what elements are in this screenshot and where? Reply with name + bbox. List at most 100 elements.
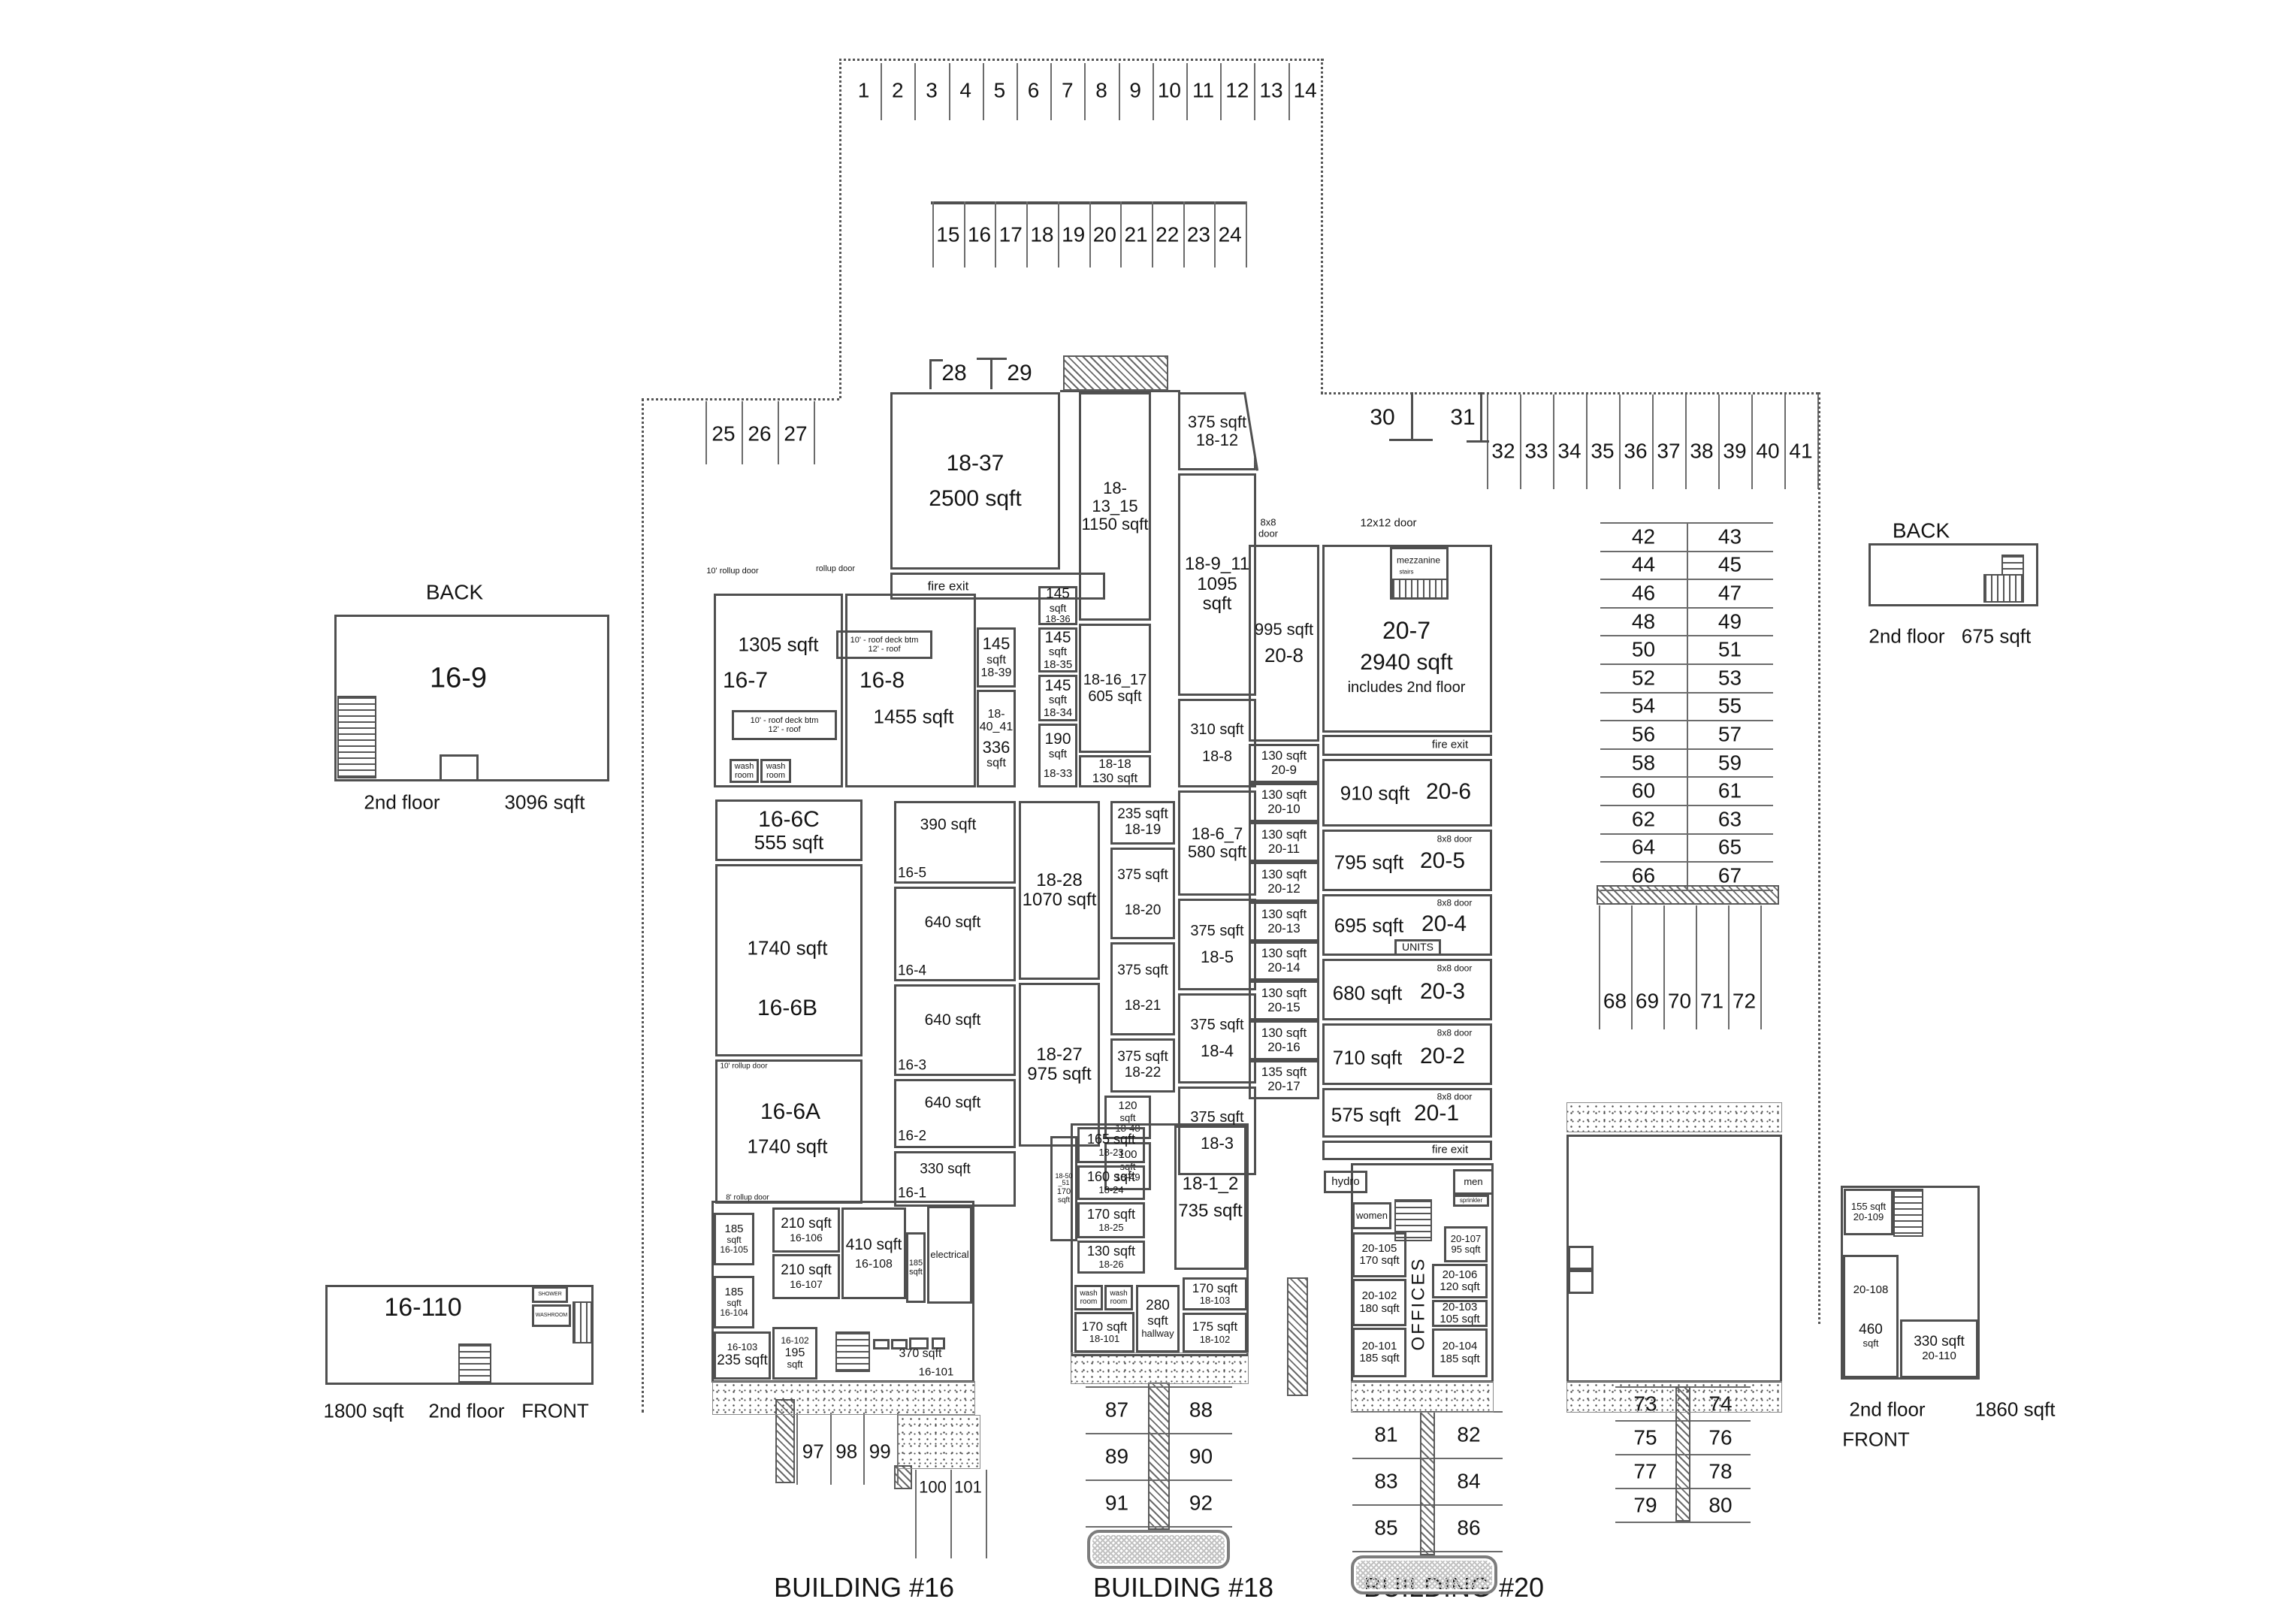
room-text-line: 130 sqft [1261, 827, 1307, 842]
room-text-line: 20-17 [1267, 1079, 1301, 1093]
room-text-line: 130 sqft [1261, 748, 1307, 763]
stall-87: 87 [1104, 1398, 1129, 1422]
stall-79: 79 [1633, 1492, 1657, 1516]
room-text-line: wash [1080, 1289, 1098, 1298]
stall-18: 18 [1030, 222, 1054, 246]
note-8x8-4: 8x8 door [1437, 897, 1473, 908]
stalls-97-99-divider [863, 1413, 865, 1485]
corridor-fire-exit-20-bottom [1322, 1141, 1492, 1160]
room-text-line: 975 sqft [1027, 1064, 1092, 1084]
unit-20-1: 20-1 [1413, 1101, 1460, 1126]
stalls-1-14-divider [914, 63, 917, 120]
room-hydro: hydro [1324, 1171, 1367, 1193]
room-text-line: hallway [1141, 1327, 1174, 1339]
room-text-line: 18-9_11 [1184, 554, 1250, 575]
note-8x8-top: 8x8 door [1258, 516, 1279, 539]
room-text-line: 18-1_2 [1182, 1173, 1239, 1194]
stalls-1-14-divider [1186, 63, 1188, 120]
stall-91: 91 [1104, 1491, 1129, 1515]
stall-82: 82 [1457, 1422, 1481, 1446]
stalls-1-14-divider [1084, 63, 1086, 120]
room-text-line: 18-20 [1124, 902, 1162, 918]
room-text-line: 336 [982, 737, 1011, 757]
room-text-line: 18-19 [1124, 822, 1162, 838]
note-12x12: 12x12 door [1360, 516, 1417, 530]
stalls-68-72-divider [1760, 905, 1762, 1029]
room-text-line: 20-101 [1361, 1339, 1397, 1352]
note-rollup: rollup door [816, 564, 855, 573]
stall-72: 72 [1732, 989, 1757, 1013]
room-16-5 [894, 801, 1016, 884]
room-text-line: 210 sqft [781, 1262, 832, 1278]
stall-44: 44 [1631, 552, 1656, 576]
stall-76: 76 [1708, 1425, 1733, 1449]
room-text-line: 18-34 [1043, 706, 1073, 719]
front-label-left: FRONT [521, 1399, 589, 1422]
sqft-16-7: 1305 sqft [738, 633, 819, 656]
room-16-8 [845, 594, 976, 787]
room-20-2 [1322, 1023, 1492, 1085]
room-text-line: 16-108 [855, 1257, 893, 1271]
room-text-line: 105 sqft [1440, 1313, 1480, 1325]
stairs [1391, 579, 1449, 600]
unit-20-6: 20-6 [1425, 779, 1472, 805]
stalls-68-72-divider [1696, 905, 1697, 1029]
sqft-16-5: 390 sqft [920, 816, 977, 834]
floor-16-110: 2nd floor [428, 1399, 505, 1422]
room-text-line: 18-12 [1195, 431, 1239, 449]
room-20-3 [1322, 959, 1492, 1020]
stalls-32-41-divider [1784, 394, 1786, 489]
room-text-line: men [1464, 1175, 1483, 1187]
sqft-16-2: 640 sqft [924, 1094, 981, 1112]
stairs [572, 1301, 592, 1343]
stalls-25-27-divider [705, 401, 707, 464]
stalls-68-72-divider [1663, 905, 1665, 1029]
stairs [458, 1343, 491, 1384]
stall-24: 24 [1218, 222, 1242, 246]
room-text-line: 18-24 [1098, 1183, 1124, 1195]
room-text-line: 16-6C [758, 807, 820, 833]
stall-98: 98 [835, 1440, 858, 1463]
room-text-line: 130 sqft [1261, 985, 1307, 1000]
stall-100: 100 [919, 1477, 947, 1497]
stalls-15-24-divider [932, 201, 934, 267]
room-text-line: 18-22 [1124, 1065, 1162, 1080]
room-text-line: 16-103 [727, 1341, 758, 1353]
fire-exit-20-bottom: fire exit [1431, 1143, 1469, 1156]
stall-65: 65 [1717, 835, 1742, 859]
room-text-line: 18-4 [1200, 1041, 1234, 1060]
room-text-line: 20-13 [1267, 920, 1301, 935]
sqft-16-9: 3096 sqft [504, 790, 585, 814]
room-text-line: 130 sqft [1261, 906, 1307, 921]
stalls-1-14-divider [1152, 63, 1154, 120]
room-text-line: room [1080, 1298, 1098, 1306]
room-text-line: 18-35 [1043, 657, 1073, 671]
room-text-line: 16-105 [720, 1244, 748, 1256]
sqft-16-101: 370 sqft [899, 1347, 942, 1361]
room-text-line: 16-107 [790, 1277, 823, 1290]
hatched-area [1148, 1383, 1170, 1530]
note-20-7: includes 2nd floor [1347, 679, 1466, 696]
concrete-walkway [1351, 1381, 1494, 1413]
stall-90: 90 [1189, 1444, 1213, 1468]
room-text-line: sqft [1057, 1196, 1071, 1205]
stall-81: 81 [1374, 1422, 1398, 1446]
stalls-25-27-divider [742, 401, 743, 464]
room-text-line: sqft [909, 1268, 923, 1277]
hatched-area [1420, 1411, 1435, 1555]
room-text-line: 20-103 [1442, 1300, 1478, 1313]
room-sprinkler: sprinkler [1453, 1195, 1489, 1207]
